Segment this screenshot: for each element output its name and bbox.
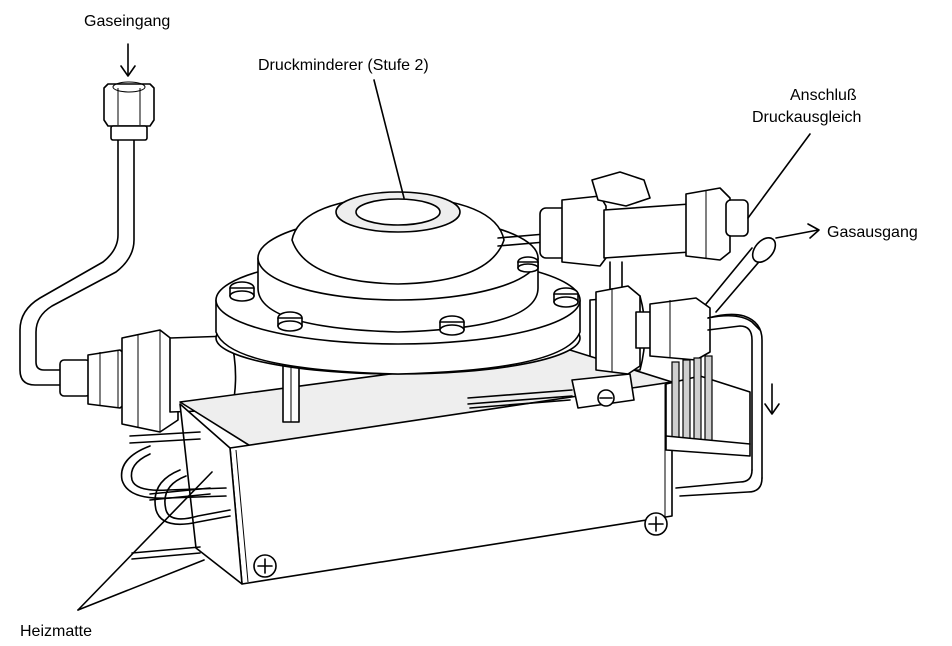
label-gas-inlet: Gaseingang	[84, 13, 170, 30]
label-connection-line2: Druckausgleich	[752, 109, 861, 126]
label-connection-line1: Anschluß	[790, 87, 857, 104]
inlet-pipe	[19, 127, 135, 386]
outlet-fittings	[595, 285, 763, 497]
connector-block	[665, 355, 751, 457]
label-pressure-reducer: Druckminderer (Stufe 2)	[258, 57, 429, 74]
inlet-side-fittings	[59, 329, 179, 433]
flange-bolts	[229, 256, 579, 336]
annotation-lines	[77, 43, 820, 611]
terminal-pins	[467, 373, 635, 409]
inlet-fitting	[103, 81, 155, 141]
pressure-equalization-fitting	[497, 171, 749, 293]
screw-left	[253, 554, 277, 578]
outlet-pipe	[705, 237, 777, 313]
heating-mat-wires	[120, 431, 231, 560]
label-heating-mat: Heizmatte	[20, 623, 92, 640]
reducer-dome	[257, 191, 539, 333]
label-gas-outlet: Gasausgang	[827, 224, 918, 241]
screw-right	[644, 512, 668, 536]
